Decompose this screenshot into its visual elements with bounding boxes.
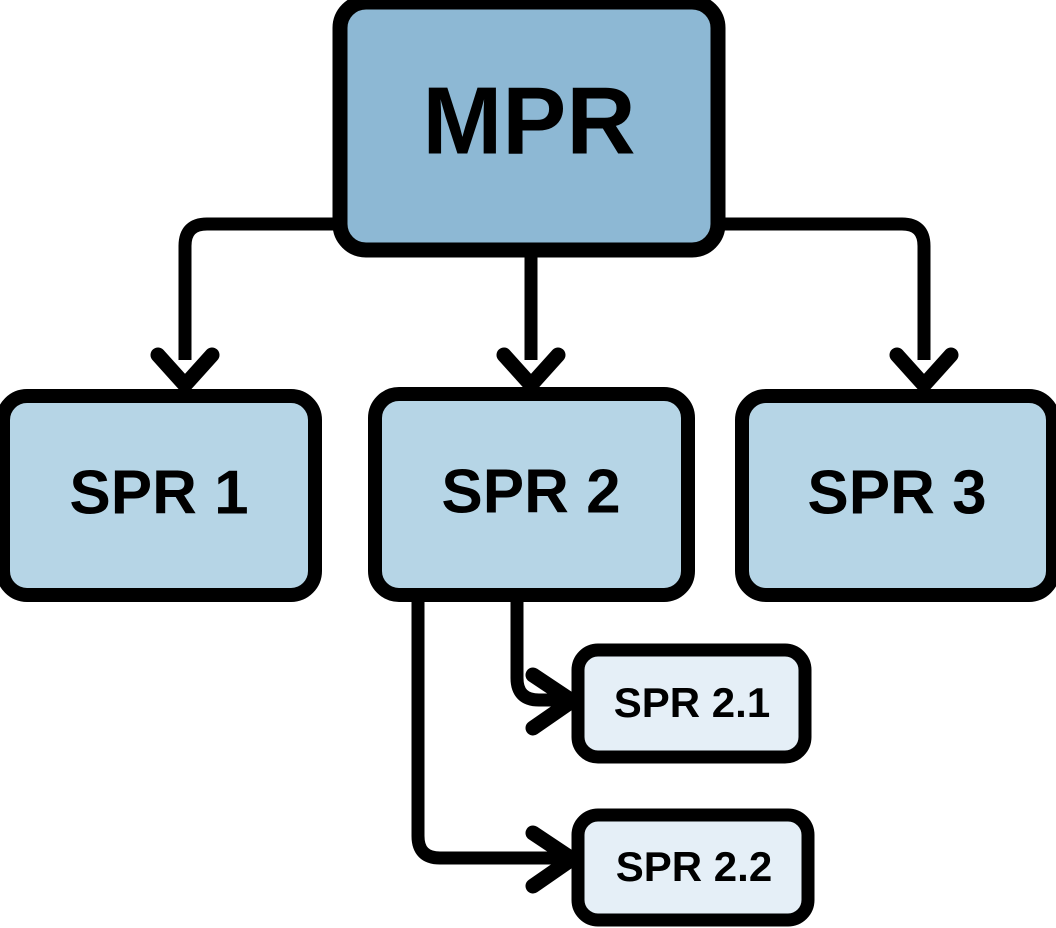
node-spr2-box[interactable]	[368, 387, 695, 602]
node-spr1-label: SPR 1	[69, 458, 248, 527]
edge-spr2-to-spr22	[411, 588, 580, 894]
node-spr22-box[interactable]	[571, 808, 815, 927]
connector-layer	[150, 217, 959, 894]
edge-spr2-to-spr22-line	[411, 588, 566, 865]
node-spr22-label: SPR 2.2	[616, 843, 772, 890]
node-spr3-label: SPR 3	[807, 458, 986, 527]
node-mpr-box[interactable]	[332, 0, 726, 258]
node-spr1[interactable]: SPR 1	[0, 389, 322, 602]
node-spr2-label: SPR 2	[441, 457, 620, 526]
node-spr3-box[interactable]	[735, 389, 1056, 602]
edge-mpr-to-spr3-arrowhead	[889, 347, 959, 393]
node-spr22[interactable]: SPR 2.2	[571, 808, 815, 927]
node-spr3[interactable]: SPR 3	[735, 389, 1056, 602]
node-spr1-box[interactable]	[0, 389, 322, 602]
edge-spr2-to-spr21-line	[510, 588, 566, 707]
node-mpr[interactable]: MPR	[332, 0, 726, 258]
node-spr2[interactable]: SPR 2	[368, 387, 695, 602]
edge-mpr-to-spr3-line	[718, 217, 931, 360]
edge-spr2-to-spr21	[510, 588, 580, 736]
node-spr21[interactable]: SPR 2.1	[571, 643, 812, 764]
edge-mpr-to-spr1-line	[178, 217, 340, 360]
node-spr21-box[interactable]	[571, 643, 812, 764]
edge-mpr-to-spr3	[718, 217, 959, 393]
node-mpr-label: MPR	[422, 67, 635, 174]
edge-mpr-to-spr2	[496, 244, 566, 393]
node-spr21-label: SPR 2.1	[614, 679, 770, 726]
edge-mpr-to-spr1	[150, 217, 340, 393]
edge-mpr-to-spr2-arrowhead	[496, 347, 566, 393]
edge-mpr-to-spr1-arrowhead	[150, 347, 220, 393]
